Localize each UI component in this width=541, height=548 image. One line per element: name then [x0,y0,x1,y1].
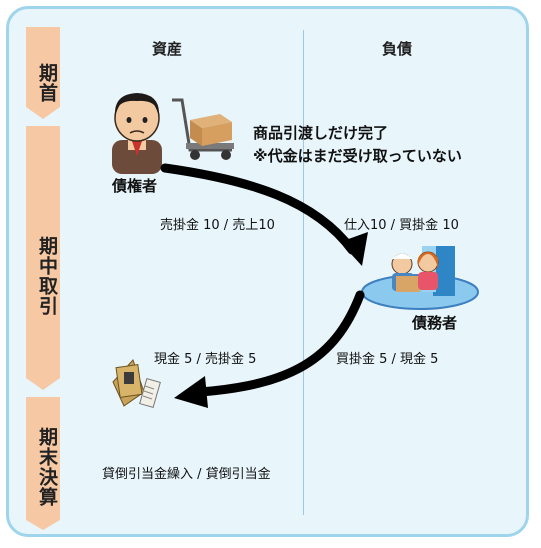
note-line-2: ※代金はまだ受け取っていない [253,147,462,165]
entry-creditor-sale: 売掛金 10 / 売上10 [160,218,275,233]
column-header-assets: 資産 [152,40,183,58]
phase-label-during: 期中取引 [36,236,58,316]
entry-debtor-purchase: 仕入10 / 買掛金 10 [344,218,459,233]
note-line-1: 商品引渡しだけ完了 [253,124,389,142]
entry-creditor-collect: 現金 5 / 売掛金 5 [154,352,257,367]
entry-debtor-pay: 買掛金 5 / 現金 5 [336,352,439,367]
column-divider [303,30,304,515]
phase-shape-closing [26,397,60,530]
payment-arrow [174,290,365,408]
shop-clerks-icon [361,246,479,310]
phase-shape-during [26,126,60,390]
transfer-arrow [160,163,368,266]
column-header-liabilities: 負債 [382,40,413,58]
phase-label-opening: 期首 [36,63,58,103]
person-icon [112,93,162,174]
hand-cart-icon [172,98,234,160]
cash-envelope-icon [112,359,161,409]
phase-shape-opening [26,27,60,119]
debtor-label: 債務者 [412,314,458,332]
phase-label-closing: 期末決算 [36,427,58,507]
entry-closing: 貸倒引当金繰入 / 貸倒引当金 [102,467,271,482]
creditor-label: 債権者 [112,177,158,195]
